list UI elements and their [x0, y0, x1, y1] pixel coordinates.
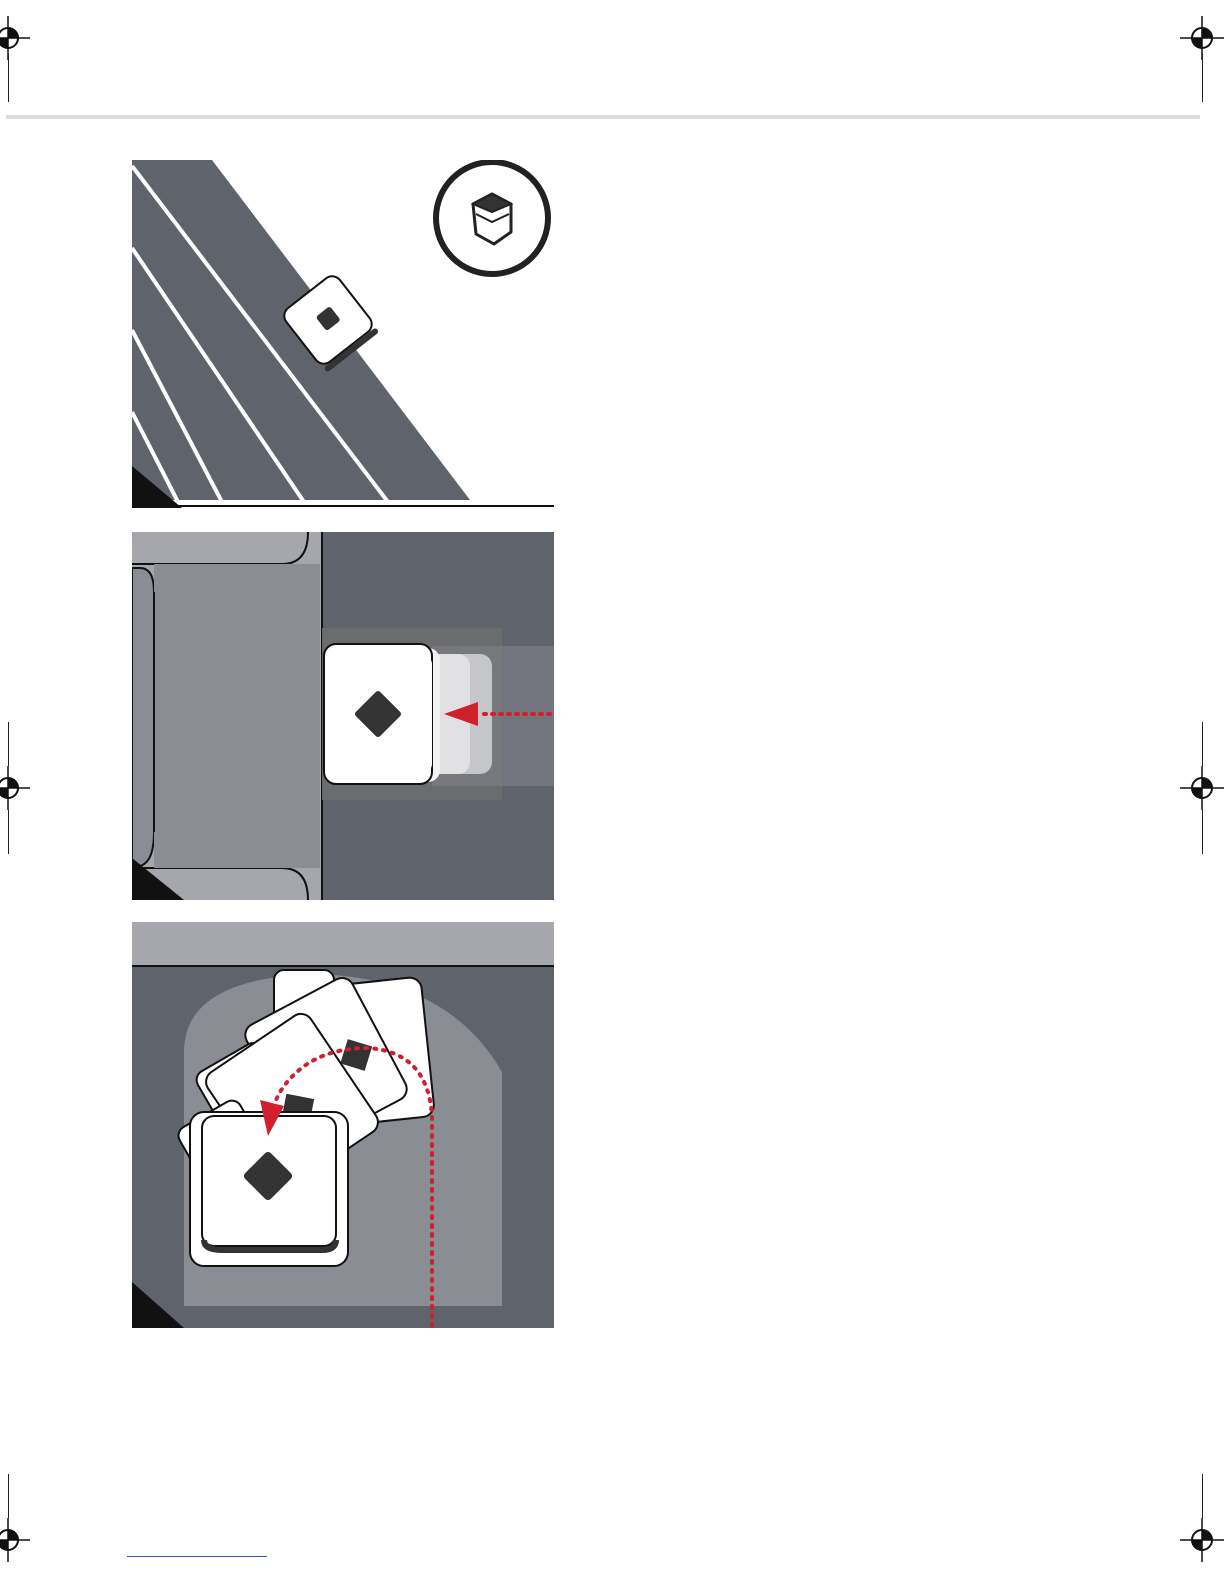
- registration-mark-bottom-left: [0, 1518, 30, 1562]
- header-rule: [6, 115, 1200, 119]
- trim-line-right-lower: [1202, 810, 1203, 854]
- trim-line-bottom-right: [1202, 1474, 1203, 1518]
- trim-line-left-upper: [8, 722, 9, 766]
- illustration-panel-wall-edge: [132, 160, 554, 510]
- trim-line-top-right: [1202, 54, 1203, 102]
- trim-line-left-lower: [8, 810, 9, 854]
- illustration-panel-under-furniture: [132, 532, 554, 900]
- footer-link-underline: [127, 1556, 267, 1557]
- cleaning-pad-cube-icon: [436, 162, 548, 274]
- illustration-panel-corner-turn: [132, 922, 554, 1328]
- crosshair-registration-mark-icon: [0, 1518, 30, 1562]
- registration-mark-mid-right: [1180, 766, 1224, 810]
- trim-line-right-upper: [1202, 722, 1203, 766]
- robot-mop-icon: [324, 644, 432, 784]
- registration-mark-bottom-right: [1180, 1518, 1224, 1562]
- wall-strip: [132, 922, 554, 966]
- registration-mark-top-left: [0, 16, 30, 60]
- crosshair-registration-mark-icon: [0, 766, 30, 810]
- trim-line-top-left: [8, 54, 9, 102]
- trim-line-bottom-left: [8, 1474, 9, 1518]
- crosshair-registration-mark-icon: [0, 16, 30, 60]
- crosshair-registration-mark-icon: [1180, 766, 1224, 810]
- crosshair-registration-mark-icon: [1180, 1518, 1224, 1562]
- registration-mark-mid-left: [0, 766, 30, 810]
- robot-mop-icon: [190, 1112, 348, 1266]
